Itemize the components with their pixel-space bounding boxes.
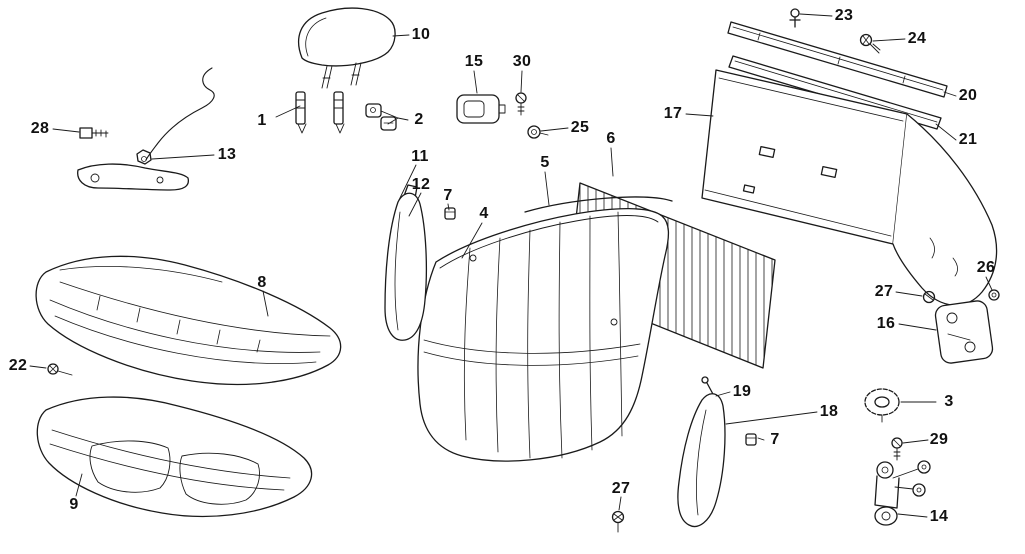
screw-27a-art	[922, 290, 936, 304]
bolt-28-art	[79, 127, 109, 139]
clip-7b-art	[745, 433, 757, 446]
clip-23-art	[789, 8, 801, 28]
bolt-22-art	[47, 363, 73, 376]
seat-back-art	[417, 207, 670, 462]
grommet-3-art	[864, 388, 900, 423]
screw-27b-art	[611, 510, 625, 533]
seat-cushion-bottom-art	[36, 396, 313, 518]
seat-cushion-top-art	[35, 255, 342, 386]
lock-cylinder-14-art	[874, 460, 931, 526]
rear-shelf-panel-art	[701, 69, 998, 306]
bracket-13-art	[77, 67, 215, 191]
clip-25-art	[527, 125, 549, 139]
leader-lines	[29, 13, 993, 518]
screw-29-art	[891, 437, 903, 461]
seatback-frame-art	[524, 196, 673, 213]
screw-30-art	[515, 92, 527, 116]
trim-strip-20-art	[727, 21, 948, 98]
headrest-guides-art	[295, 91, 397, 134]
left-bolster-art	[384, 184, 428, 341]
grommet-26-art	[988, 289, 1000, 301]
screw-24-art	[859, 33, 881, 54]
striker-16-art	[934, 300, 994, 364]
clip-7a-art	[444, 207, 456, 220]
latch-15-art	[456, 94, 506, 124]
headrest-art	[298, 7, 396, 89]
right-bolster-art	[677, 376, 726, 527]
